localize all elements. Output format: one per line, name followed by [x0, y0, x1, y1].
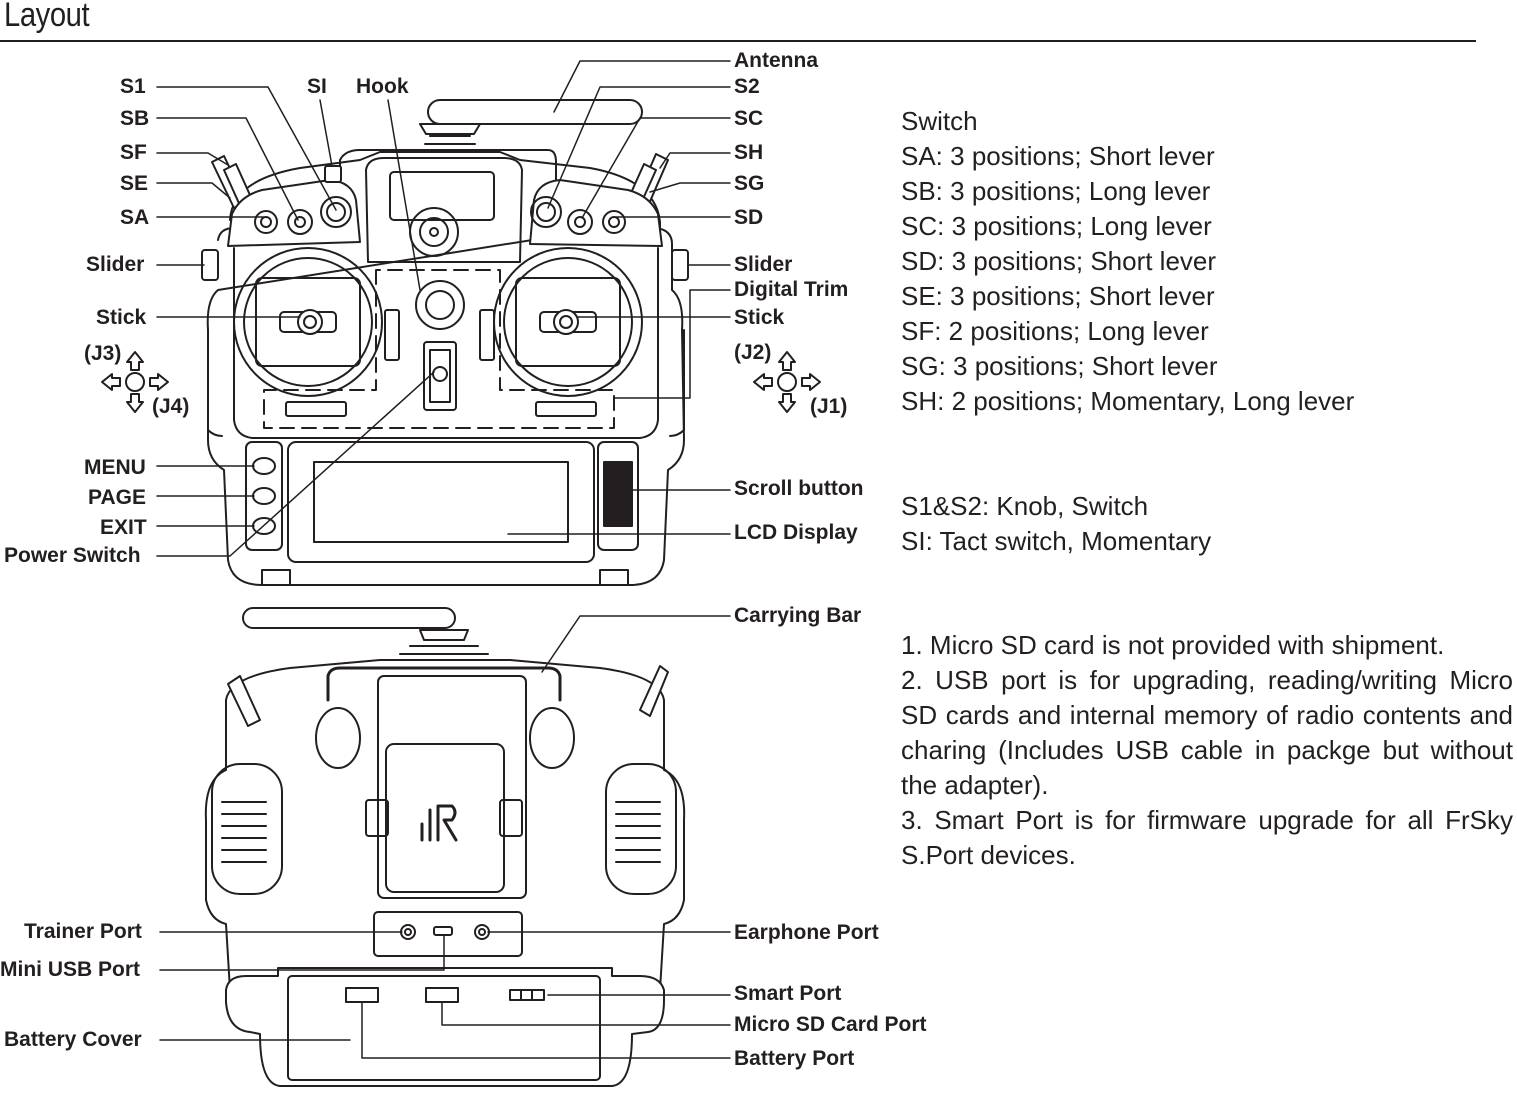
lcd-screen — [313, 461, 569, 543]
label-se: SE — [120, 172, 149, 195]
label-mini-usb-port: Mini USB Port — [0, 958, 140, 981]
leader-lines — [156, 60, 731, 1059]
label-sb: SB — [120, 107, 150, 130]
slider-right — [671, 249, 689, 281]
front-view — [201, 99, 689, 586]
mini-usb-port — [433, 926, 453, 936]
switch-line-sh: SH: 2 positions; Momentary, Long lever — [901, 386, 1355, 416]
label-scroll-button: Scroll button — [734, 477, 864, 500]
label-battery-port: Battery Port — [734, 1047, 855, 1070]
label-s2: S2 — [734, 75, 760, 98]
switch-line-sb: SB: 3 positions; Long lever — [901, 176, 1211, 206]
label-sd: SD — [734, 206, 764, 229]
label-j1: (J1) — [810, 395, 848, 418]
switch-heading: Switch — [901, 106, 978, 136]
knob-s2 — [530, 196, 562, 228]
hook-wheel — [409, 207, 459, 257]
label-digital-trim: Digital Trim — [734, 278, 849, 301]
switch-line-sg: SG: 3 positions; Short lever — [901, 351, 1218, 381]
knob-line-si: SI: Tact switch, Momentary — [901, 526, 1212, 556]
switch-line-se: SE: 3 positions; Short lever — [901, 281, 1215, 311]
right-stick — [553, 309, 579, 335]
switch-line-sf: SF: 2 positions; Long lever — [901, 316, 1209, 346]
label-micro-sd-card-port: Micro SD Card Port — [734, 1013, 927, 1036]
label-antenna: Antenna — [734, 49, 818, 72]
label-sf: SF — [120, 141, 147, 164]
label-smart-port: Smart Port — [734, 982, 842, 1005]
button-si — [324, 165, 342, 183]
label-menu: MENU — [84, 456, 146, 479]
label-lcd-display: LCD Display — [734, 521, 858, 544]
label-page: PAGE — [88, 486, 146, 509]
notes-block: 1. Micro SD card is not provided with sh… — [901, 628, 1513, 873]
page-button — [252, 487, 276, 505]
label-sg: SG — [734, 172, 765, 195]
note-1: 1. Micro SD card is not provided with sh… — [901, 630, 1445, 660]
back-antenna — [242, 607, 456, 629]
label-slider-left: Slider — [86, 253, 145, 276]
label-j2: (J2) — [734, 341, 772, 364]
battery-cover — [225, 967, 665, 1087]
switch-line-sd: SD: 3 positions; Short lever — [901, 246, 1217, 276]
label-power-switch: Power Switch — [4, 544, 141, 567]
trainer-port — [400, 924, 416, 940]
label-hook: Hook — [356, 75, 409, 98]
label-stick-right: Stick — [734, 306, 785, 329]
label-battery-cover: Battery Cover — [4, 1028, 142, 1051]
label-exit: EXIT — [100, 516, 147, 539]
digital-trim-outline — [263, 269, 615, 429]
label-sh: SH — [734, 141, 764, 164]
switch-sc — [567, 209, 593, 235]
antenna — [427, 99, 643, 125]
back-view — [204, 607, 686, 1087]
label-carrying-bar: Carrying Bar — [734, 604, 862, 627]
note-2: 2. USB port is for upgrading, reading/wr… — [901, 665, 1513, 800]
back-body-outline — [204, 659, 686, 1005]
switch-sa — [254, 210, 278, 234]
knob-line-s1s2: S1&S2: Knob, Switch — [901, 491, 1149, 521]
lcd-frame — [287, 441, 595, 563]
j2-j1-direction-icon — [753, 351, 821, 413]
label-s1: S1 — [120, 75, 146, 98]
label-si: SI — [307, 75, 327, 98]
switch-line-sc: SC: 3 positions; Long lever — [901, 211, 1212, 241]
switch-sd — [602, 210, 626, 234]
label-sc: SC — [734, 107, 764, 130]
menu-button — [252, 457, 276, 475]
label-slider-right: Slider — [734, 253, 793, 276]
earphone-port — [474, 924, 490, 940]
antenna-mount — [419, 123, 481, 153]
note-3: 3. Smart Port is for firmware upgrade fo… — [901, 805, 1513, 870]
j3-j4-direction-icon — [101, 351, 169, 413]
page-title: Layout — [4, 0, 90, 34]
smart-port — [509, 989, 545, 1001]
label-j3: (J3) — [84, 342, 122, 365]
label-stick-left: Stick — [96, 306, 147, 329]
stand-panel — [385, 743, 505, 893]
knob-s1 — [320, 196, 352, 228]
scroll-button — [603, 461, 633, 527]
frsky-logo — [420, 804, 458, 842]
label-sa: SA — [120, 206, 150, 229]
knob-sb — [287, 209, 313, 235]
power-switch — [423, 341, 457, 411]
left-stick — [297, 309, 323, 335]
label-trainer-port: Trainer Port — [24, 920, 142, 943]
title-divider — [0, 40, 1476, 42]
label-earphone-port: Earphone Port — [734, 921, 879, 944]
switch-line-sa: SA: 3 positions; Short lever — [901, 141, 1215, 171]
left-gimbal — [233, 247, 383, 397]
carrying-bar — [326, 666, 562, 702]
label-j4: (J4) — [152, 395, 190, 418]
